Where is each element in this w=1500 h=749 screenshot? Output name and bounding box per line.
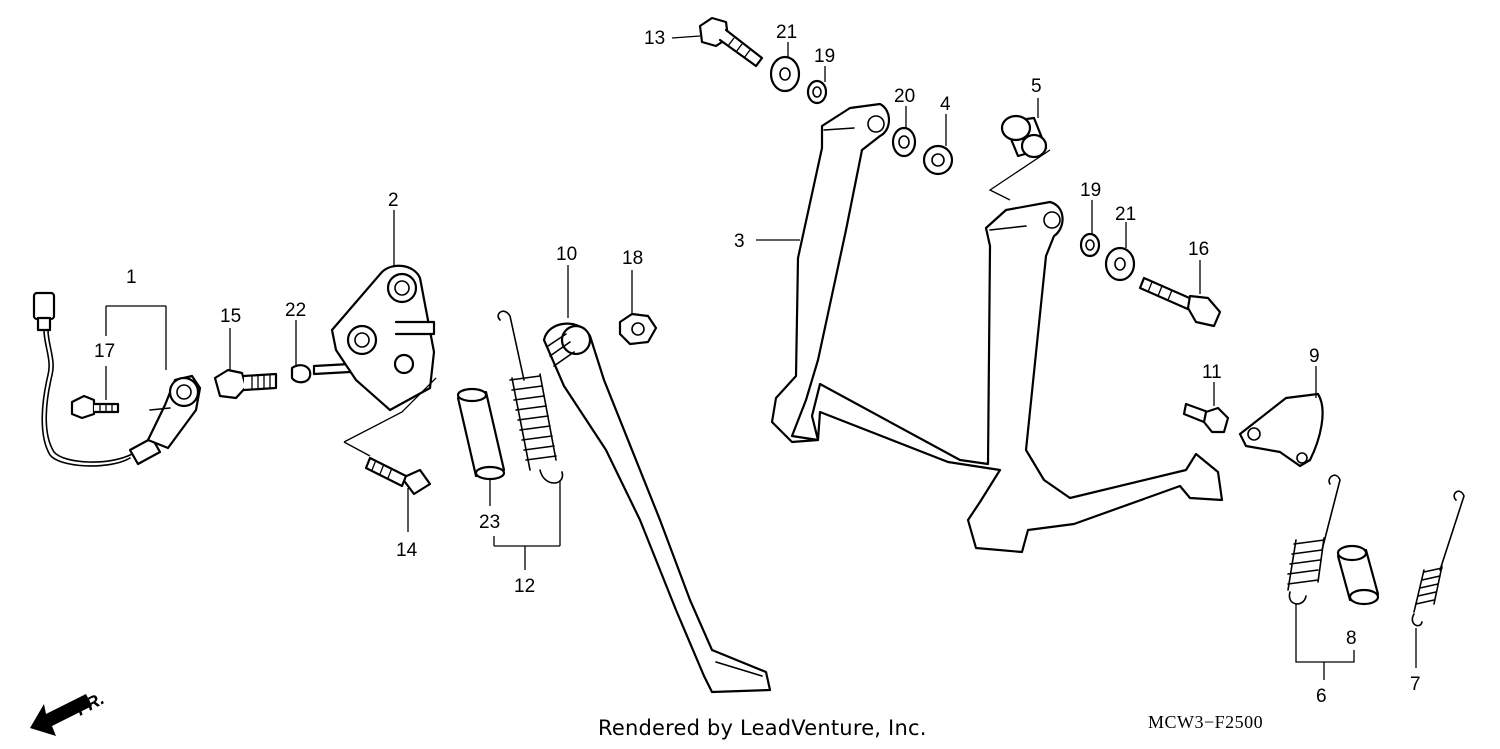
callout-7: 7 [1410, 674, 1421, 695]
drawing-code: MCW3−F2500 [1148, 712, 1264, 732]
callout-21-lower: 21 [1115, 204, 1136, 225]
ring-19-lower [1079, 232, 1101, 258]
washer-21-upper [769, 55, 801, 93]
nut-18 [618, 312, 658, 346]
spring-7 [1411, 490, 1465, 627]
callout-10: 10 [556, 244, 577, 265]
bolt-16 [1138, 276, 1222, 328]
callout-9: 9 [1309, 346, 1320, 367]
callout-4: 4 [940, 94, 951, 115]
front-direction-label: FR. [72, 688, 107, 719]
front-direction-arrow: FR. [30, 688, 107, 736]
callout-20: 20 [894, 86, 915, 107]
collar-4 [922, 144, 954, 176]
clip-22 [290, 364, 312, 384]
bolt-14 [364, 456, 432, 496]
callout-17: 17 [94, 341, 115, 362]
plate-9 [1238, 392, 1324, 468]
callout-23: 23 [479, 512, 500, 533]
bushing-5 [1000, 114, 1048, 159]
bolt-13 [698, 16, 764, 68]
callout-11: 11 [1202, 362, 1222, 383]
callout-3: 3 [734, 231, 745, 252]
callout-16: 16 [1188, 239, 1209, 260]
spring-6 [1287, 474, 1341, 605]
callout-13: 13 [644, 28, 665, 49]
callout-14: 14 [396, 540, 418, 561]
spring-12 [497, 310, 564, 484]
callout-22: 22 [285, 300, 306, 321]
callout-18: 18 [622, 248, 643, 269]
callout-8: 8 [1346, 628, 1357, 649]
bolt-11 [1182, 402, 1230, 434]
side-stand [542, 322, 772, 694]
callout-6: 6 [1316, 686, 1327, 707]
collar-23 [456, 387, 506, 481]
main-stand [770, 102, 1224, 554]
callout-21-upper: 21 [776, 22, 797, 43]
collar-8 [1336, 544, 1380, 606]
side-stand-bracket [330, 264, 436, 412]
callout-19-lower: 19 [1080, 180, 1101, 201]
callout-19-upper: 19 [814, 46, 835, 67]
callout-15: 15 [220, 306, 241, 327]
callout-12: 12 [514, 576, 535, 597]
callout-1: 1 [126, 267, 137, 288]
callout-5: 5 [1031, 76, 1042, 97]
callout-2: 2 [388, 190, 399, 211]
callout-labels: 1 2 3 4 5 6 7 8 9 10 11 12 13 14 15 16 1… [94, 22, 1421, 707]
washer-21-lower [1104, 246, 1136, 282]
ring-19-upper [806, 79, 828, 105]
washer-20 [891, 126, 917, 158]
side-stand-switch [32, 291, 202, 467]
leader-lines [105, 35, 1417, 680]
bolt-15 [213, 368, 278, 400]
bolt-17 [70, 394, 120, 420]
credit-text: Rendered by LeadVenture, Inc. [598, 716, 927, 740]
